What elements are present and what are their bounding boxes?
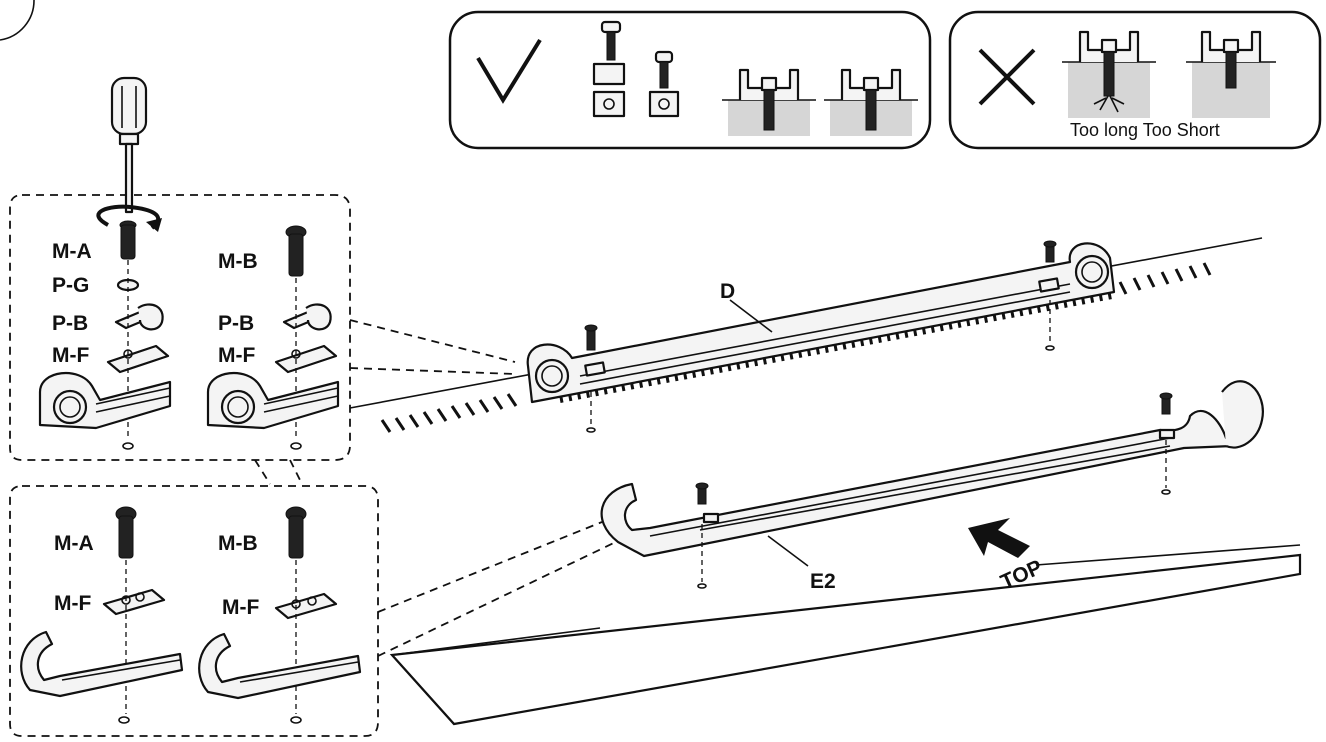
- label-p-b-top-right: P-B: [218, 312, 254, 335]
- top-direction-indicator: TOP: [968, 518, 1046, 594]
- part-stack-left: [106, 220, 170, 450]
- screw-stack-icon: [592, 20, 680, 118]
- detail-box-top: M-A P-G P-B M-F M-B P-B M-F: [9, 76, 351, 461]
- callout-line: [349, 367, 516, 375]
- arrow-up-icon: [968, 518, 1030, 558]
- label-p-g-top: P-G: [52, 274, 89, 297]
- hook-end-bottom-right: [198, 632, 362, 700]
- correct-usage-panel: [448, 10, 932, 150]
- bracket-e2: E2: [600, 380, 1264, 593]
- bracket-end-right: [206, 372, 340, 430]
- rotate-arrow-icon: [96, 204, 161, 230]
- label-m-b-top: M-B: [218, 250, 258, 273]
- label-m-b-bottom: M-B: [218, 532, 258, 555]
- label-m-a-bottom: M-A: [54, 532, 94, 555]
- vent-slots-left: [380, 393, 518, 433]
- label-p-b-top-left: P-B: [52, 312, 88, 335]
- label-bracket-d: D: [720, 280, 735, 303]
- correct-length-icon: [722, 68, 816, 136]
- bracket-end-left: [38, 372, 172, 430]
- callout-line: [254, 459, 271, 485]
- label-m-a-top: M-A: [52, 240, 92, 263]
- correct-check-icon: [476, 38, 542, 104]
- label-m-f-top-left: M-F: [52, 344, 89, 367]
- callout-line: [289, 459, 303, 485]
- wrong-cross-icon: [978, 48, 1036, 106]
- part-stack-bottom-right: [274, 506, 338, 724]
- hook-end-bottom-left: [20, 630, 184, 698]
- callout-line: [377, 539, 621, 657]
- part-stack-bottom-left: [102, 506, 166, 724]
- wrong-usage-panel: Too long Too Short: [948, 10, 1322, 150]
- too-short-icon: [1186, 30, 1276, 118]
- part-stack-right: [274, 225, 338, 450]
- label-bracket-e2: E2: [810, 570, 836, 593]
- vent-slots-right: [1118, 262, 1212, 295]
- label-m-f-top-right: M-F: [218, 344, 255, 367]
- step-number-circle: [0, 0, 35, 41]
- callout-line: [349, 319, 516, 363]
- callout-line: [377, 521, 603, 613]
- too-long-icon: [1062, 30, 1156, 118]
- correct-length-icon-2: [824, 68, 918, 136]
- wrong-usage-caption: Too long Too Short: [1070, 120, 1220, 140]
- label-m-f-bottom-right: M-F: [222, 596, 259, 619]
- label-m-f-bottom-left: M-F: [54, 592, 91, 615]
- bracket-d: D: [526, 240, 1116, 433]
- screwdriver-icon: [110, 76, 148, 214]
- detail-box-bottom: M-A M-F M-B M-F: [9, 485, 379, 737]
